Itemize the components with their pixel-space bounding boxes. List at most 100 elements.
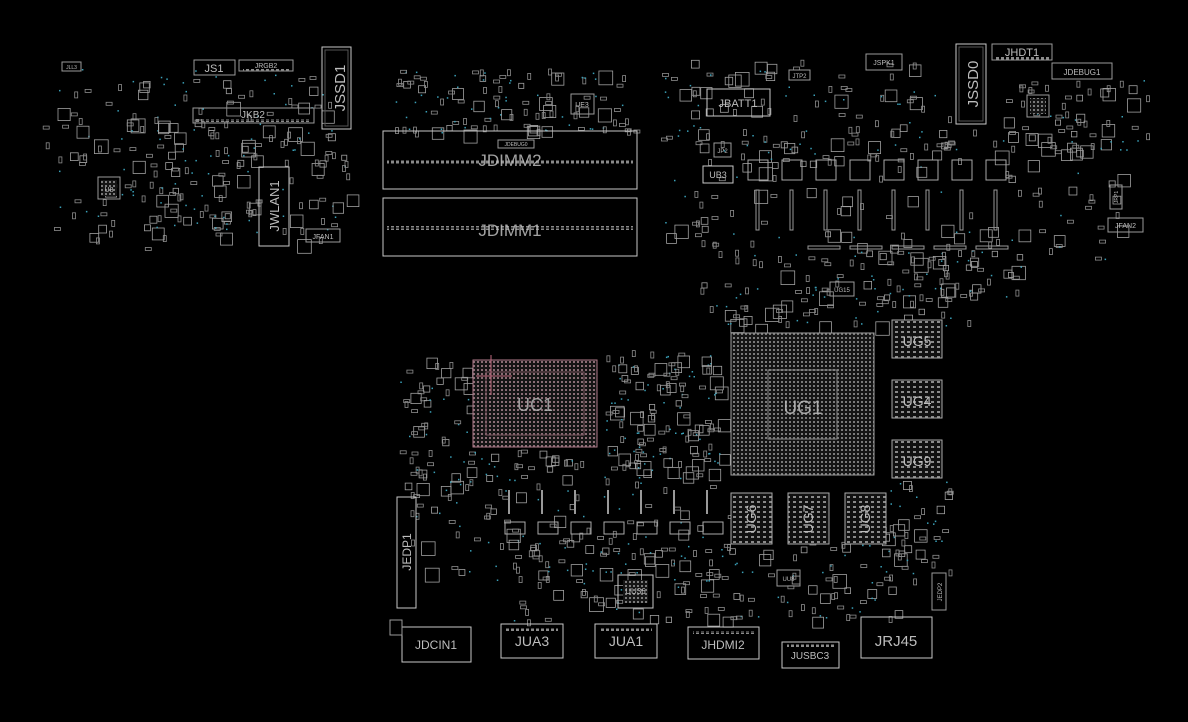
small-ic: [589, 597, 604, 613]
passive-component: [218, 172, 226, 177]
small-ic: [1117, 173, 1131, 188]
slot-jdimm1-label: JDIMM1: [478, 221, 541, 240]
passive-component: [620, 436, 625, 444]
via: [861, 323, 863, 325]
connector-jfan1[interactable]: JFAN1: [305, 228, 341, 243]
passive-component: [772, 175, 777, 182]
vrm-capacitor: [857, 189, 862, 231]
connector-jbatt1[interactable]: JBATT1: [706, 88, 771, 117]
connector-jdcin1[interactable]: JDCIN1: [389, 619, 472, 663]
via: [522, 535, 524, 538]
via: [215, 227, 217, 229]
passive-component: [416, 503, 424, 508]
via: [193, 208, 196, 210]
connector-jssd1[interactable]: JSSD1: [321, 46, 352, 130]
passive-component: [269, 135, 273, 143]
connector-jll3[interactable]: JLL3: [61, 61, 82, 72]
chip-ue3[interactable]: UE3: [570, 93, 595, 115]
via: [163, 83, 165, 86]
chip-ug4[interactable]: UG4: [891, 379, 943, 419]
connector-jfan2[interactable]: JFAN2: [1107, 217, 1144, 233]
slot-jdimm2[interactable]: JDIMM2: [382, 130, 638, 190]
connector-jua3[interactable]: JUA3: [500, 623, 564, 659]
connector-jssd0[interactable]: JSSD0: [955, 43, 987, 125]
connector-jspk1[interactable]: JSPK1: [865, 53, 903, 71]
via: [450, 481, 452, 483]
chip-uu8[interactable]: UU8: [776, 569, 801, 587]
via: [195, 159, 197, 162]
small-ic: [899, 124, 908, 133]
passive-component: [536, 483, 541, 491]
passive-component: [402, 126, 407, 134]
chip-uu36[interactable]: UU36: [617, 574, 654, 609]
via: [706, 580, 708, 582]
via: [589, 128, 592, 130]
connector-jhdmi2[interactable]: JHDMI2: [687, 626, 760, 660]
small-ic: [431, 506, 438, 514]
via: [459, 525, 461, 528]
connector-jtp2[interactable]: JTP2: [788, 69, 811, 81]
via: [463, 461, 465, 463]
passive-component: [897, 166, 902, 173]
connector-jrgb2[interactable]: JRGB2: [238, 59, 294, 72]
chip-u8[interactable]: U8: [97, 176, 121, 200]
connector-jwlan1[interactable]: JWLAN1: [258, 166, 290, 247]
small-ic: [566, 540, 575, 548]
connector-jkb2[interactable]: JKB2: [192, 107, 315, 124]
chip-ug1[interactable]: UG1: [730, 332, 875, 476]
connector-jedp2[interactable]: JEDP2: [931, 572, 947, 611]
passive-component: [483, 87, 487, 94]
small-ic: [1108, 180, 1116, 188]
passive-component: [70, 112, 78, 117]
passive-component: [493, 79, 500, 84]
chip-ub3[interactable]: UB3: [702, 165, 734, 184]
chip-ug6[interactable]: UG6: [730, 492, 773, 545]
small-ic: [300, 141, 315, 156]
small-ic: [827, 229, 841, 243]
connector-jusbc3[interactable]: JUSBC3: [781, 641, 840, 669]
connector-jdebug0[interactable]: JDEBUG0: [497, 139, 535, 149]
passive-component: [683, 414, 691, 419]
small-ic: [441, 368, 452, 379]
passive-component: [914, 283, 922, 288]
chip-ug7[interactable]: UG7: [787, 492, 830, 545]
chip-ug8[interactable]: UG8: [844, 492, 887, 545]
passive-component: [694, 190, 699, 198]
via: [730, 323, 732, 325]
via: [822, 571, 824, 574]
small-ic: [800, 546, 808, 554]
passive-component: [693, 550, 697, 557]
via: [429, 411, 432, 413]
chip-ug5[interactable]: UG5: [891, 319, 943, 359]
connector-js1[interactable]: JS1: [193, 59, 236, 76]
via: [567, 490, 569, 492]
via: [933, 523, 935, 525]
small-ic: [570, 564, 584, 577]
passive-component: [825, 577, 833, 582]
slot-jdimm1[interactable]: JDIMM1: [382, 197, 638, 257]
via: [160, 76, 163, 79]
chip-jdebug-ic[interactable]: [1026, 94, 1050, 118]
small-ic: [754, 61, 768, 75]
via: [981, 251, 983, 254]
chip-ug9[interactable]: UG9: [891, 439, 943, 479]
connector-jp2[interactable]: JP2: [713, 142, 732, 158]
small-ic: [701, 356, 712, 367]
connector-jrj45[interactable]: JRJ45: [860, 616, 933, 659]
connector-jhdt1[interactable]: JHDT1: [991, 43, 1053, 61]
connector-jdebug1[interactable]: JDEBUG1: [1051, 62, 1113, 80]
passive-component: [886, 63, 894, 68]
passive-component: [695, 233, 702, 238]
chip-uc1[interactable]: UC1: [472, 355, 598, 448]
via: [561, 116, 564, 118]
connector-jrp1[interactable]: JRP1: [1109, 184, 1123, 210]
small-ic: [1027, 160, 1040, 173]
chip-ug15[interactable]: UG15: [829, 281, 855, 297]
passive-component: [745, 287, 749, 295]
passive-component: [532, 555, 540, 560]
passive-component: [821, 258, 829, 263]
via: [837, 278, 839, 280]
connector-jedp1[interactable]: JEDP1: [396, 496, 417, 609]
small-ic: [1127, 98, 1142, 113]
connector-jua1[interactable]: JUA1: [594, 623, 658, 659]
